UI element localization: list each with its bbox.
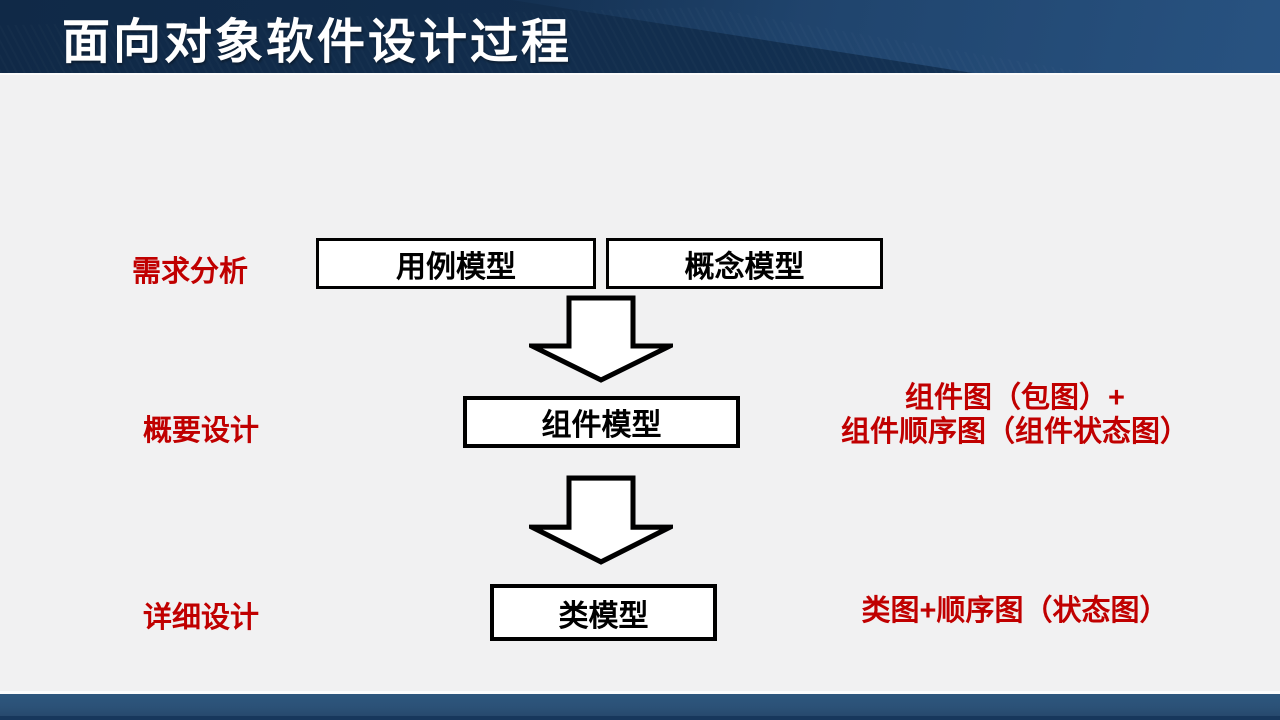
down-arrow-icon xyxy=(529,295,673,383)
slide-header: 面向对象软件设计过程 xyxy=(0,0,1280,73)
component-annotation-line-2: 组件顺序图（组件状态图） xyxy=(840,416,1189,448)
slide-title: 面向对象软件设计过程 xyxy=(62,15,573,69)
use-case-model-label: 用例模型 xyxy=(396,250,516,284)
concept-model-label: 概念模型 xyxy=(684,250,805,284)
class-annotation-line-1: 类图+顺序图（状态图） xyxy=(861,595,1169,627)
header-divider xyxy=(0,73,1280,75)
class-model-label: 类模型 xyxy=(558,599,649,633)
use-case-model-box: 用例模型 xyxy=(316,238,596,289)
stage-label-requirements-analysis: 需求分析 xyxy=(131,256,248,288)
component-model-box: 组件模型 xyxy=(463,396,740,448)
footer-dark-edge xyxy=(0,716,1280,720)
footer-gap xyxy=(0,691,1280,694)
class-model-box: 类模型 xyxy=(490,584,717,641)
class-diagrams-annotation: 类图+顺序图（状态图） xyxy=(820,594,1210,628)
concept-model-box: 概念模型 xyxy=(606,238,883,289)
stage-label-preliminary-design: 概要设计 xyxy=(142,415,259,447)
diagram-area: 需求分析 用例模型 概念模型 概要设计 组件模型 组件图（包图）+ 组件顺序图（… xyxy=(0,75,1280,691)
down-arrow-icon xyxy=(529,475,673,565)
stage-label-detailed-design: 详细设计 xyxy=(142,602,259,634)
component-model-label: 组件模型 xyxy=(541,409,662,442)
footer-blue-bar xyxy=(0,694,1280,716)
component-annotation-line-1: 组件图（包图）+ xyxy=(905,382,1125,414)
component-diagrams-annotation: 组件图（包图）+ 组件顺序图（组件状态图） xyxy=(815,381,1215,449)
